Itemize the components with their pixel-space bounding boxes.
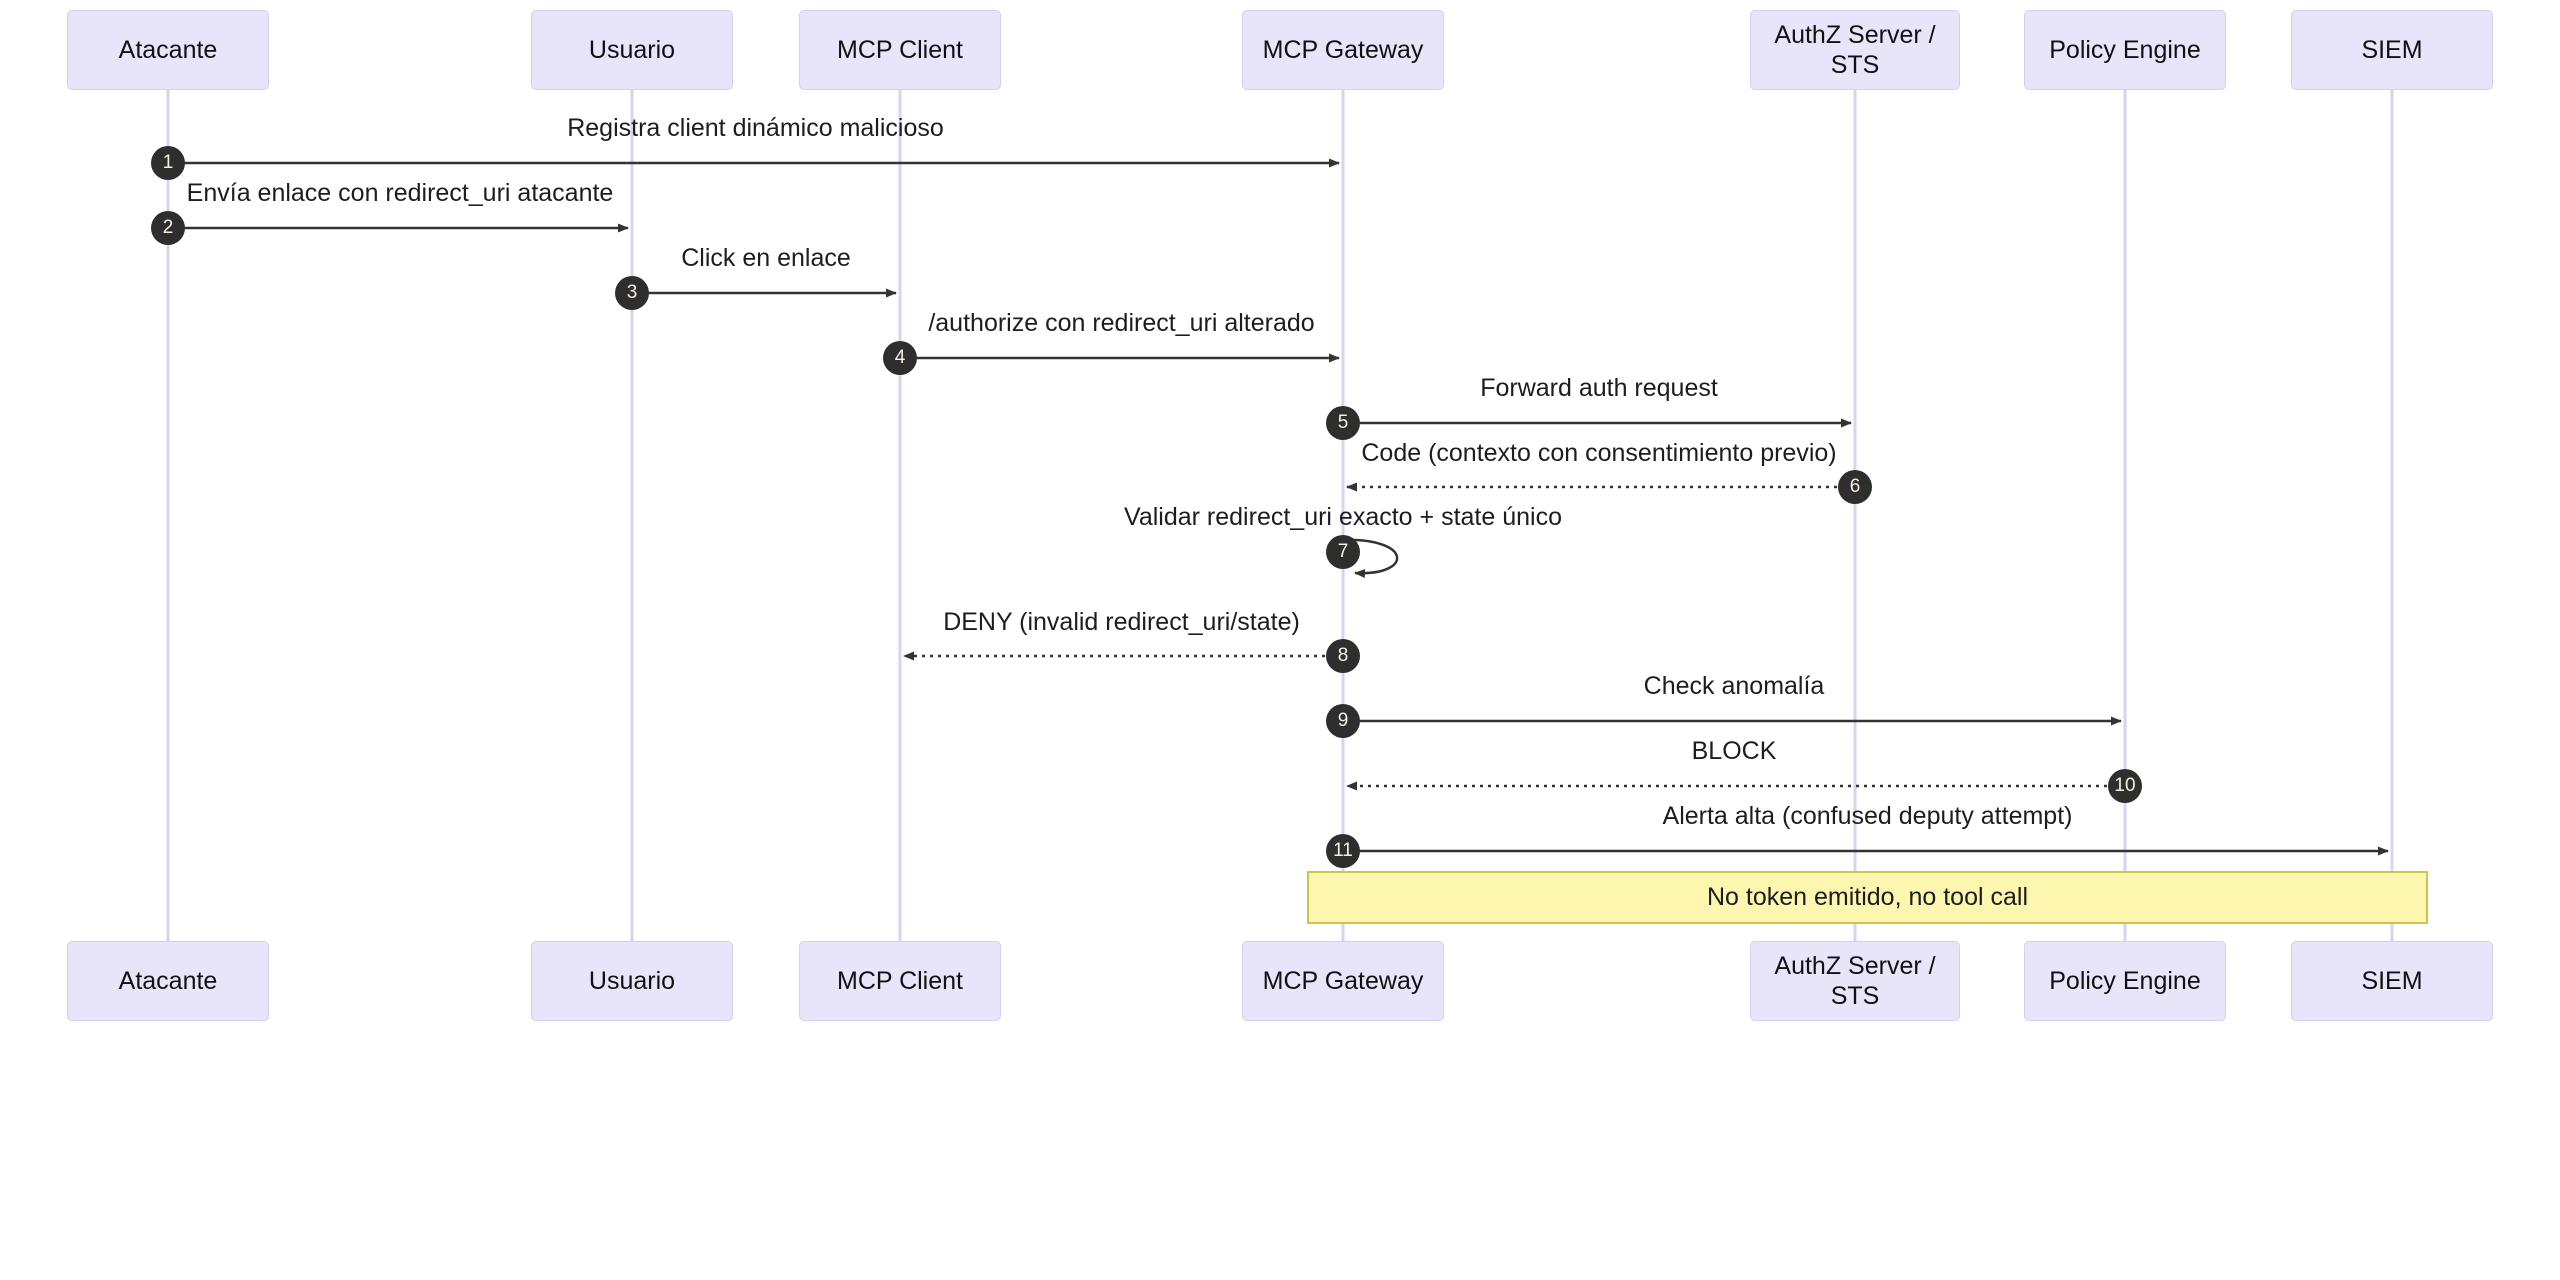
- message-label-5: Forward auth request: [1480, 374, 1718, 402]
- actor-top-atacante[interactable]: Atacante: [67, 10, 269, 90]
- actor-label: SIEM: [2361, 36, 2423, 64]
- message-label-2: Envía enlace con redirect_uri atacante: [186, 179, 614, 207]
- sequence-badge-11: 11: [1326, 834, 1360, 868]
- sequence-badge-4: 4: [883, 341, 917, 375]
- actor-label: MCP Client: [837, 967, 963, 995]
- message-label-9: Check anomalía: [1643, 672, 1825, 700]
- lifelines-layer: [166, 90, 2394, 941]
- actor-bottom-atacante[interactable]: Atacante: [67, 941, 269, 1021]
- actor-label: Atacante: [118, 967, 218, 995]
- message-label-1: Registra client dinámico malicioso: [567, 114, 944, 142]
- sequence-badge-8: 8: [1326, 639, 1360, 673]
- actor-label: Usuario: [588, 967, 676, 995]
- actor-top-gateway[interactable]: MCP Gateway: [1242, 10, 1444, 90]
- sequence-badge-3: 3: [615, 276, 649, 310]
- actor-label: AuthZ Server / STS: [1774, 21, 1936, 79]
- actor-top-policy[interactable]: Policy Engine: [2024, 10, 2226, 90]
- actor-top-siem[interactable]: SIEM: [2291, 10, 2493, 90]
- actor-label: AuthZ Server / STS: [1774, 952, 1936, 1010]
- actor-label: Policy Engine: [2049, 36, 2201, 64]
- sequence-badge-1: 1: [151, 146, 185, 180]
- message-label-4: /authorize con redirect_uri alterado: [928, 309, 1315, 337]
- actor-bottom-usuario[interactable]: Usuario: [531, 941, 733, 1021]
- message-label-11: Alerta alta (confused deputy attempt): [1662, 802, 2073, 830]
- actor-bottom-gateway[interactable]: MCP Gateway: [1242, 941, 1444, 1021]
- actor-label: MCP Client: [837, 36, 963, 64]
- note-no-token: No token emitido, no tool call: [1307, 871, 2428, 924]
- sequence-badge-10: 10: [2108, 769, 2142, 803]
- sequence-badge-6: 6: [1838, 470, 1872, 504]
- sequence-badge-5: 5: [1326, 406, 1360, 440]
- actor-label: Usuario: [588, 36, 676, 64]
- actor-top-usuario[interactable]: Usuario: [531, 10, 733, 90]
- sequence-badge-7: 7: [1326, 535, 1360, 569]
- actor-bottom-policy[interactable]: Policy Engine: [2024, 941, 2226, 1021]
- actor-label: MCP Gateway: [1262, 967, 1424, 995]
- message-label-3: Click en enlace: [681, 244, 851, 272]
- actor-bottom-authz[interactable]: AuthZ Server / STS: [1750, 941, 1960, 1021]
- message-arrows-layer: [170, 158, 2389, 856]
- actor-label: Atacante: [118, 36, 218, 64]
- sequence-badge-9: 9: [1326, 704, 1360, 738]
- message-label-7: Validar redirect_uri exacto + state únic…: [1124, 503, 1562, 531]
- actor-bottom-client[interactable]: MCP Client: [799, 941, 1001, 1021]
- message-label-6: Code (contexto con consentimiento previo…: [1361, 439, 1837, 467]
- sequence-badge-2: 2: [151, 211, 185, 245]
- actor-label: SIEM: [2361, 967, 2423, 995]
- actor-top-client[interactable]: MCP Client: [799, 10, 1001, 90]
- message-label-10: BLOCK: [1691, 737, 1777, 765]
- actor-label: MCP Gateway: [1262, 36, 1424, 64]
- actor-bottom-siem[interactable]: SIEM: [2291, 941, 2493, 1021]
- message-arrow-7: [1342, 538, 1399, 579]
- actor-label: Policy Engine: [2049, 967, 2201, 995]
- message-label-8: DENY (invalid redirect_uri/state): [943, 608, 1300, 636]
- actor-top-authz[interactable]: AuthZ Server / STS: [1750, 10, 1960, 90]
- note-text: No token emitido, no tool call: [1706, 883, 2028, 911]
